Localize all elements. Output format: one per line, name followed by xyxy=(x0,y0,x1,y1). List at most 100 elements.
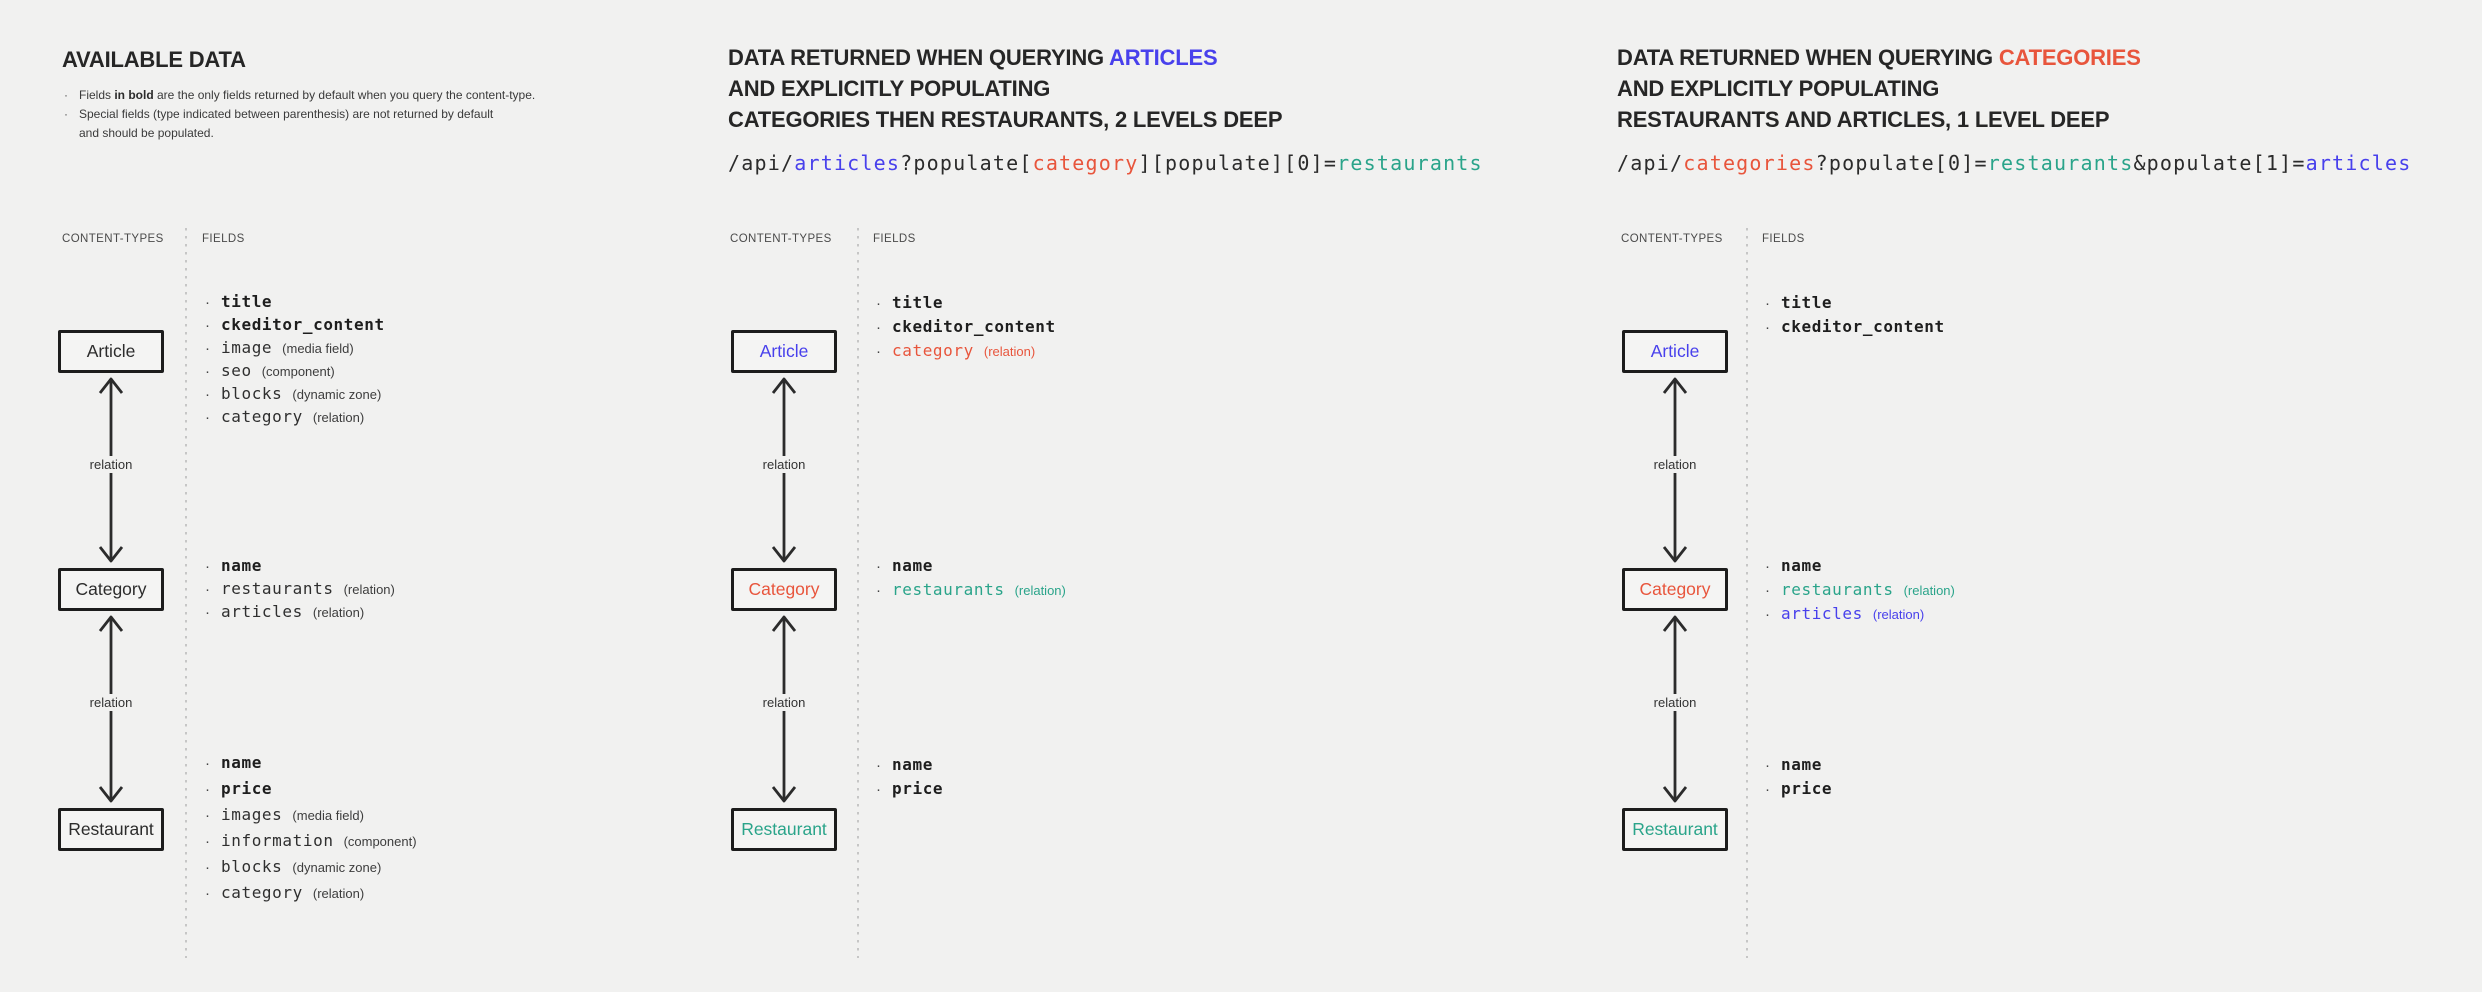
bullet-dot: · xyxy=(876,343,881,360)
relation-label: relation xyxy=(1648,694,1702,711)
fields-list-restaurant: · name · price xyxy=(1762,755,1842,803)
bullet-dot: · xyxy=(205,558,210,575)
bullet-dot: · xyxy=(205,581,210,598)
bullet-dot: · xyxy=(876,558,881,575)
field-type: (dynamic zone) xyxy=(292,860,382,875)
bullet-dot: · xyxy=(1765,558,1770,575)
bullet-dot: · xyxy=(205,340,210,357)
note-item: · Special fields (type indicated between… xyxy=(64,105,624,143)
column-divider xyxy=(857,228,859,958)
field-item: · ckeditor_content xyxy=(873,317,1066,341)
bullet-dot: · xyxy=(876,295,881,312)
content-type-label: Category xyxy=(748,579,820,599)
field-name: name xyxy=(892,755,933,774)
content-type-box-category: Category xyxy=(731,568,837,611)
field-type: (relation) xyxy=(312,886,365,901)
url-segment: ?populate[0]= xyxy=(1815,151,1988,175)
field-item: · price xyxy=(873,779,953,803)
field-name: information xyxy=(221,831,334,850)
field-item: · category (relation) xyxy=(873,341,1066,365)
field-type: (relation) xyxy=(1903,583,1955,598)
fields-list-restaurant: · name · price · images (media field) · … xyxy=(202,753,417,909)
fields-column-header: FIELDS xyxy=(1762,233,1805,245)
note-text-bold: in bold xyxy=(114,88,154,102)
field-item: · information (component) xyxy=(202,831,417,857)
content-type-box-article: Article xyxy=(731,330,837,373)
field-item: · restaurants (relation) xyxy=(1762,580,1955,604)
bullet-dot: · xyxy=(876,757,881,774)
bullet-dot: · xyxy=(1765,319,1770,336)
content-type-label: Article xyxy=(86,341,136,361)
fields-list-article: · title · ckeditor_content · image (medi… xyxy=(202,292,395,430)
field-item: · restaurants (relation) xyxy=(873,580,1066,604)
field-name: title xyxy=(892,293,944,312)
content-type-box-article: Article xyxy=(58,330,164,373)
field-name: blocks xyxy=(221,384,283,403)
url-segment: category xyxy=(1032,151,1139,175)
field-type: (media field) xyxy=(292,808,364,823)
field-name: name xyxy=(1781,556,1822,575)
field-name: title xyxy=(221,292,273,311)
content-type-box-restaurant: Restaurant xyxy=(731,808,837,851)
field-type: (component) xyxy=(343,834,417,849)
field-item: · category (relation) xyxy=(202,407,395,430)
url-segment: ][populate][0]= xyxy=(1138,151,1338,175)
field-type: (relation) xyxy=(312,410,365,425)
panel3-title: DATA RETURNED WHEN QUERYING CATEGORIES A… xyxy=(1617,42,2141,135)
content-types-column-header: CONTENT-TYPES xyxy=(62,233,164,245)
bullet-dot: · xyxy=(64,107,68,121)
content-type-label: Restaurant xyxy=(741,819,827,839)
relation-label: relation xyxy=(1648,456,1702,473)
bullet-dot: · xyxy=(1765,781,1770,798)
fields-list-category: · name · restaurants (relation) · articl… xyxy=(202,556,395,625)
panel1-title: AVAILABLE DATA xyxy=(62,47,246,72)
field-item: · restaurants (relation) xyxy=(202,579,395,602)
field-item: · ckeditor_content xyxy=(1762,317,1955,341)
field-name: price xyxy=(1781,779,1833,798)
field-name: images xyxy=(221,805,283,824)
field-name: ckeditor_content xyxy=(221,315,385,334)
bullet-dot: · xyxy=(205,317,210,334)
url-segment: restaurants xyxy=(1337,151,1483,175)
field-item: · articles (relation) xyxy=(202,602,395,625)
title-line: RESTAURANTS AND ARTICLES, 1 LEVEL DEEP xyxy=(1617,107,2110,132)
bullet-dot: · xyxy=(205,781,210,798)
note-text-line1: Special fields (type indicated between p… xyxy=(79,107,494,121)
title-line: DATA RETURNED WHEN QUERYING ARTICLES xyxy=(728,42,1282,73)
relation-label: relation xyxy=(757,694,811,711)
url-segment: &populate[1]= xyxy=(2133,151,2306,175)
field-item: · name xyxy=(1762,556,1955,580)
content-type-box-category: Category xyxy=(58,568,164,611)
field-item: · image (media field) xyxy=(202,338,395,361)
bullet-dot: · xyxy=(205,386,210,403)
title-line: AND EXPLICITLY POPULATING xyxy=(728,76,1051,101)
field-name: name xyxy=(221,753,262,772)
title-line: AND EXPLICITLY POPULATING xyxy=(1617,76,1940,101)
note-item: · Fields in bold are the only fields ret… xyxy=(64,86,624,105)
field-item: · price xyxy=(1762,779,1842,803)
field-name: restaurants xyxy=(221,579,334,598)
relation-label: relation xyxy=(757,456,811,473)
bullet-dot: · xyxy=(1765,582,1770,599)
field-name: category xyxy=(221,407,303,426)
field-name: ckeditor_content xyxy=(1781,317,1945,336)
fields-column-header: FIELDS xyxy=(873,233,916,245)
note-text: Special fields (type indicated between p… xyxy=(79,105,493,143)
note-text-line2: and should be populated. xyxy=(79,126,214,140)
field-name: price xyxy=(221,779,273,798)
field-item: · blocks (dynamic zone) xyxy=(202,857,417,883)
field-item: · seo (component) xyxy=(202,361,395,384)
field-type: (relation) xyxy=(343,582,395,597)
content-type-label: Article xyxy=(759,341,809,361)
url-segment: articles xyxy=(2305,151,2412,175)
content-type-label: Category xyxy=(1639,579,1711,599)
field-item: · ckeditor_content xyxy=(202,315,395,338)
bullet-dot: · xyxy=(205,294,210,311)
field-item: · price xyxy=(202,779,417,805)
api-url: /api/categories?populate[0]=restaurants&… xyxy=(1617,151,2412,175)
note-text-post: are the only fields returned by default … xyxy=(153,88,536,102)
field-type: (relation) xyxy=(1872,607,1925,622)
field-name: blocks xyxy=(221,857,283,876)
bullet-dot: · xyxy=(876,781,881,798)
field-item: · articles (relation) xyxy=(1762,604,1955,628)
